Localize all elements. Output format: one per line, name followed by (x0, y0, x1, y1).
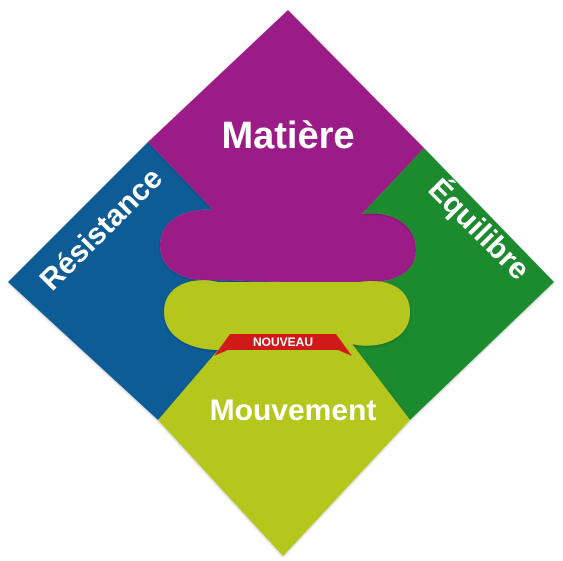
nouveau-badge-text: NOUVEAU (253, 335, 313, 349)
nouveau-ribbon-icon (214, 334, 352, 356)
puzzle-piece-top (148, 10, 424, 283)
nouveau-badge: NOUVEAU (214, 334, 352, 356)
puzzle-piece-right (352, 148, 554, 420)
piece-label-bottom: Mouvement (210, 394, 377, 427)
piece-label-top: Matière (221, 115, 354, 157)
puzzle-piece-left (8, 142, 283, 420)
